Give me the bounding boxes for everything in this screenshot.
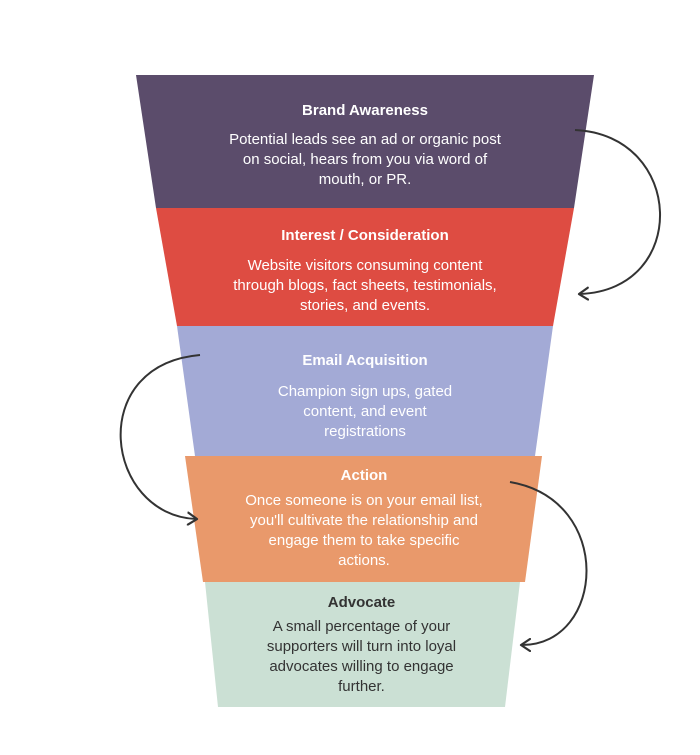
stage-description-line: engage them to take specific <box>268 532 460 549</box>
stage-description-line: on social, hears from you via word of <box>242 151 488 168</box>
stage-interest-consideration: Interest / Consideration Website visitor… <box>176 226 554 316</box>
stage-title: Brand Awareness <box>302 102 428 119</box>
stage-email-shape <box>177 326 553 456</box>
stage-description-line: Once someone is on your email list, <box>245 492 483 509</box>
stage-advocate: Advocate A small percentage of your supp… <box>218 593 505 697</box>
stage-description-line: actions. <box>338 552 390 569</box>
stage-description-line: stories, and events. <box>299 297 431 314</box>
stage-description-line: Potential leads see an ad or organic pos… <box>229 131 501 148</box>
stage-title: Action <box>340 467 388 484</box>
stage-description-line: supporters will turn into loyal <box>266 638 457 655</box>
stage-email-acquisition: Email Acquisition Champion sign ups, gat… <box>195 351 535 442</box>
stage-action-shape <box>185 456 542 582</box>
stage-action: Action Once someone is on your email lis… <box>203 466 525 571</box>
stage-description-line: Website visitors consuming content <box>247 257 483 274</box>
arrow-action-to-advocate <box>509 481 588 645</box>
stage-description-line: Champion sign ups, gated <box>277 383 453 400</box>
stage-brand-awareness-shape <box>136 75 594 208</box>
stage-brand-awareness: Brand Awareness Potential leads see an a… <box>156 101 574 190</box>
stage-title: Advocate <box>327 594 396 611</box>
stage-description-line: A small percentage of your <box>272 618 451 635</box>
stage-description-line: you'll cultivate the relationship and <box>249 512 478 529</box>
stage-description-line: mouth, or PR. <box>318 171 412 188</box>
arrow-awareness-to-interest <box>574 129 661 294</box>
stage-description-line: content, and event <box>303 403 427 420</box>
stage-description-line: through blogs, fact sheets, testimonials… <box>233 277 497 294</box>
stage-title: Interest / Consideration <box>281 227 449 244</box>
stage-interest-shape <box>156 208 574 326</box>
stage-advocate-shape <box>205 582 520 707</box>
stage-description-line: further. <box>338 678 385 695</box>
stage-title: Email Acquisition <box>302 352 428 369</box>
arrow-email-to-action <box>119 354 201 519</box>
stage-description-line: advocates willing to engage <box>269 658 454 675</box>
stage-description-line: registrations <box>324 423 406 440</box>
